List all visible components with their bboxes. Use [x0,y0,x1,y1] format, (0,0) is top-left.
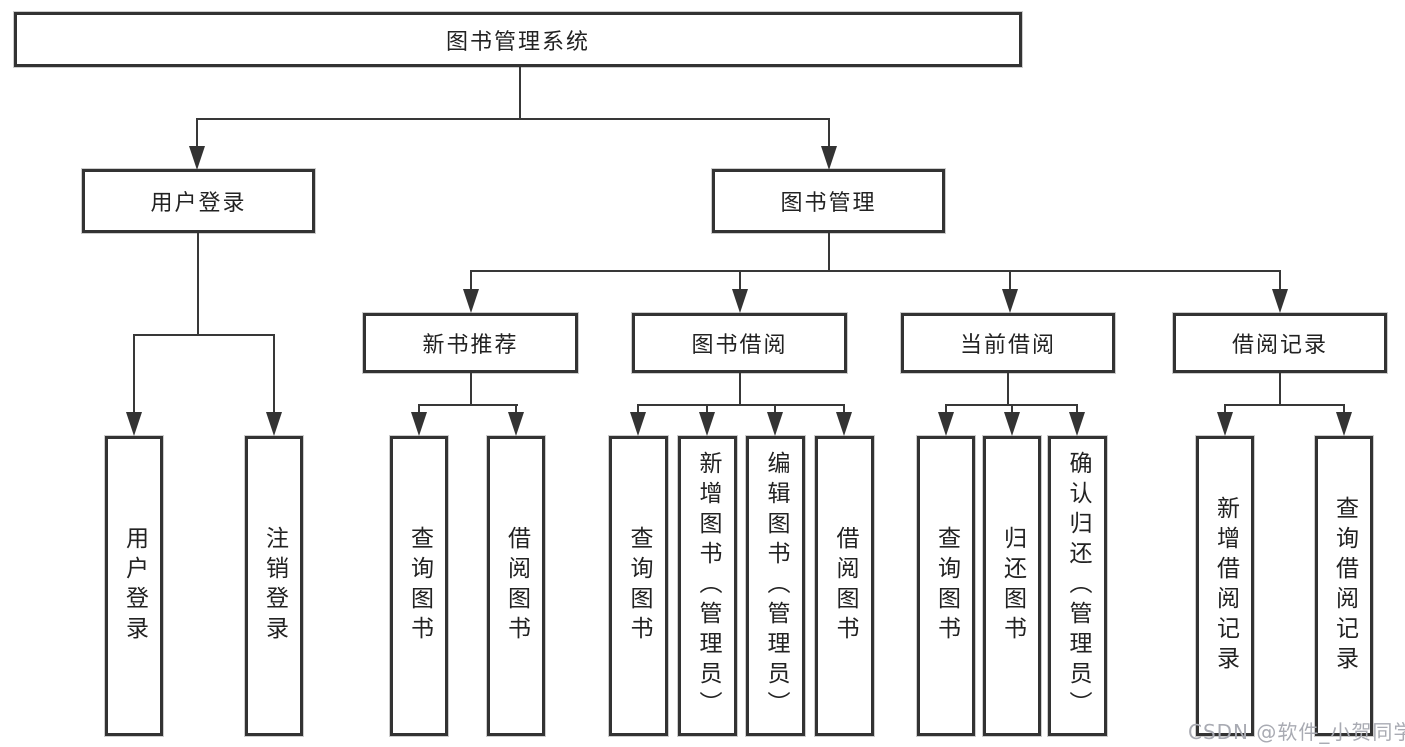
arrow-down-icon [508,412,524,436]
leaf-add-borrow-record: 新增借阅记录 [1196,436,1254,736]
node-user-login: 用户登录 [82,169,315,233]
leaf-query-books-recommend: 查询图书 [390,436,448,736]
connector-line [774,405,776,413]
arrow-down-icon [630,412,646,436]
connector-line [418,405,420,413]
leaf-confirm-return-admin: 确认归还（管理员） [1048,436,1107,736]
connector-line [637,405,639,413]
connector-line [197,233,199,335]
arrow-down-icon [938,412,954,436]
connector-line [843,405,845,413]
csdn-watermark: CSDN @软件_小贺同学 [1188,720,1405,744]
connector-line [1279,373,1281,405]
leaf-return-books: 归还图书 [983,436,1041,736]
connector-line [1011,405,1013,413]
connector-line [1224,405,1226,413]
node-library-management-system: 图书管理系统 [14,12,1022,67]
leaf-edit-books-admin: 编辑图书（管理员） [746,436,805,736]
arrow-down-icon [836,412,852,436]
connector-line [739,373,741,405]
arrow-down-icon [266,412,282,436]
leaf-borrow-books-recommend: 借阅图书 [487,436,545,736]
arrow-down-icon [699,412,715,436]
leaf-add-books-admin: 新增图书（管理员） [678,436,737,736]
connector-line [273,335,275,413]
arrow-down-icon [1217,412,1233,436]
connector-line [196,118,830,120]
connector-line [828,233,830,271]
arrow-down-icon [821,146,837,170]
connector-line [519,67,521,119]
arrow-down-icon [1336,412,1352,436]
connector-line [828,119,830,147]
arrow-down-icon [463,289,479,313]
connector-line [1279,271,1281,289]
connector-line [515,405,517,413]
arrow-down-icon [1069,412,1085,436]
connector-line [1224,404,1345,406]
connector-line [470,373,472,405]
leaf-logout: 注销登录 [245,436,303,736]
connector-line [1343,405,1345,413]
node-new-book-recommend: 新书推荐 [363,313,578,373]
connector-line [418,404,518,406]
connector-line [739,271,741,289]
node-book-borrowing: 图书借阅 [632,313,847,373]
connector-line [470,270,1281,272]
arrow-down-icon [767,412,783,436]
leaf-borrow-books-borrowing: 借阅图书 [815,436,874,736]
connector-line [470,271,472,289]
leaf-query-borrow-record: 查询借阅记录 [1315,436,1373,736]
arrow-down-icon [732,289,748,313]
arrow-down-icon [126,412,142,436]
connector-line [1009,271,1011,289]
connector-line [706,405,708,413]
leaf-query-books-current: 查询图书 [917,436,975,736]
node-book-management: 图书管理 [712,169,945,233]
arrow-down-icon [1004,412,1020,436]
connector-line [637,404,845,406]
leaf-query-books-borrowing: 查询图书 [609,436,668,736]
connector-line [1007,373,1009,405]
arrow-down-icon [411,412,427,436]
connector-line [196,119,198,147]
arrow-down-icon [1002,289,1018,313]
node-current-borrowing: 当前借阅 [901,313,1115,373]
connector-line [1076,405,1078,413]
arrow-down-icon [1272,289,1288,313]
connector-line [945,405,947,413]
leaf-user-login: 用户登录 [105,436,163,736]
node-borrowing-records: 借阅记录 [1173,313,1387,373]
connector-line [133,335,135,413]
connector-line [133,334,275,336]
arrow-down-icon [189,146,205,170]
